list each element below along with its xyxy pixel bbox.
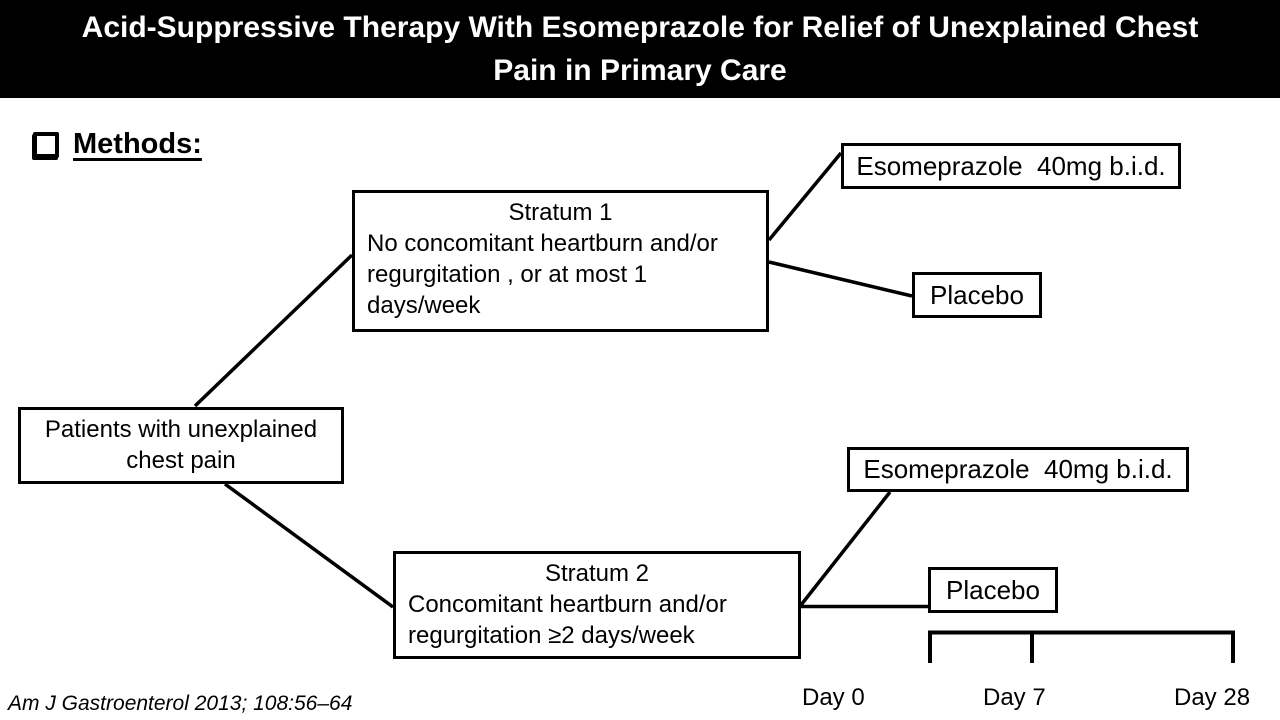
- stratum2-placebo-arm-box: Placebo: [928, 567, 1058, 613]
- stratum1-box: Stratum 1 No concomitant heartburn and/o…: [352, 190, 769, 332]
- stratum2-placebo-arm-label: Placebo: [946, 574, 1040, 605]
- patients-box: Patients with unexplained chest pain: [18, 407, 344, 484]
- journal-citation: Am J Gastroenterol 2013; 108:56–64: [8, 692, 353, 715]
- methods-heading: Methods:: [33, 128, 202, 161]
- stratum2-body: Concomitant heartburn and/or regurgitati…: [408, 591, 727, 649]
- slide-title-line1: Acid-Suppressive Therapy With Esomeprazo…: [81, 11, 1199, 44]
- timeline-day7-label: Day 7: [983, 684, 1046, 711]
- stratum2-esomeprazole-arm-label: Esomeprazole 40mg b.i.d.: [863, 454, 1173, 484]
- connector-stratum2-to-esomeprazole: [799, 490, 892, 607]
- stratum1-esomeprazole-arm-box: Esomeprazole 40mg b.i.d.: [841, 143, 1181, 189]
- connector-patients-to-stratum1: [193, 253, 354, 408]
- connector-stratum1-to-placebo: [768, 260, 913, 298]
- stratum1-placebo-arm-label: Placebo: [930, 279, 1024, 310]
- stratum1-esomeprazole-arm-label: Esomeprazole 40mg b.i.d.: [856, 150, 1166, 181]
- patients-box-line2: chest pain: [126, 447, 236, 474]
- stratum2-heading: Stratum 2: [544, 560, 650, 587]
- connector-stratum1-to-esomeprazole: [767, 151, 843, 242]
- stratum1-placebo-arm-box: Placebo: [912, 272, 1042, 318]
- timeline-day28-label: Day 28: [1174, 684, 1251, 711]
- stratum1-body: No concomitant heartburn and/or regurgit…: [367, 230, 718, 319]
- checkbox-bullet-icon: [33, 131, 59, 158]
- timeline-day0-label: Day 0: [802, 684, 865, 711]
- stratum1-heading: Stratum 1: [508, 199, 613, 226]
- slide-title-bar: Acid-Suppressive Therapy With Esomeprazo…: [0, 0, 1280, 98]
- slide-title-line2: Pain in Primary Care: [493, 54, 787, 87]
- patients-box-line1: Patients with unexplained: [44, 416, 318, 443]
- stratum2-esomeprazole-arm-box: Esomeprazole 40mg b.i.d.: [847, 447, 1189, 492]
- connector-patients-to-stratum2: [223, 482, 395, 609]
- methods-heading-label: Methods:: [73, 128, 202, 160]
- stratum2-box: Stratum 2 Concomitant heartburn and/or r…: [393, 551, 801, 659]
- timeline-bracket: [928, 630, 1235, 663]
